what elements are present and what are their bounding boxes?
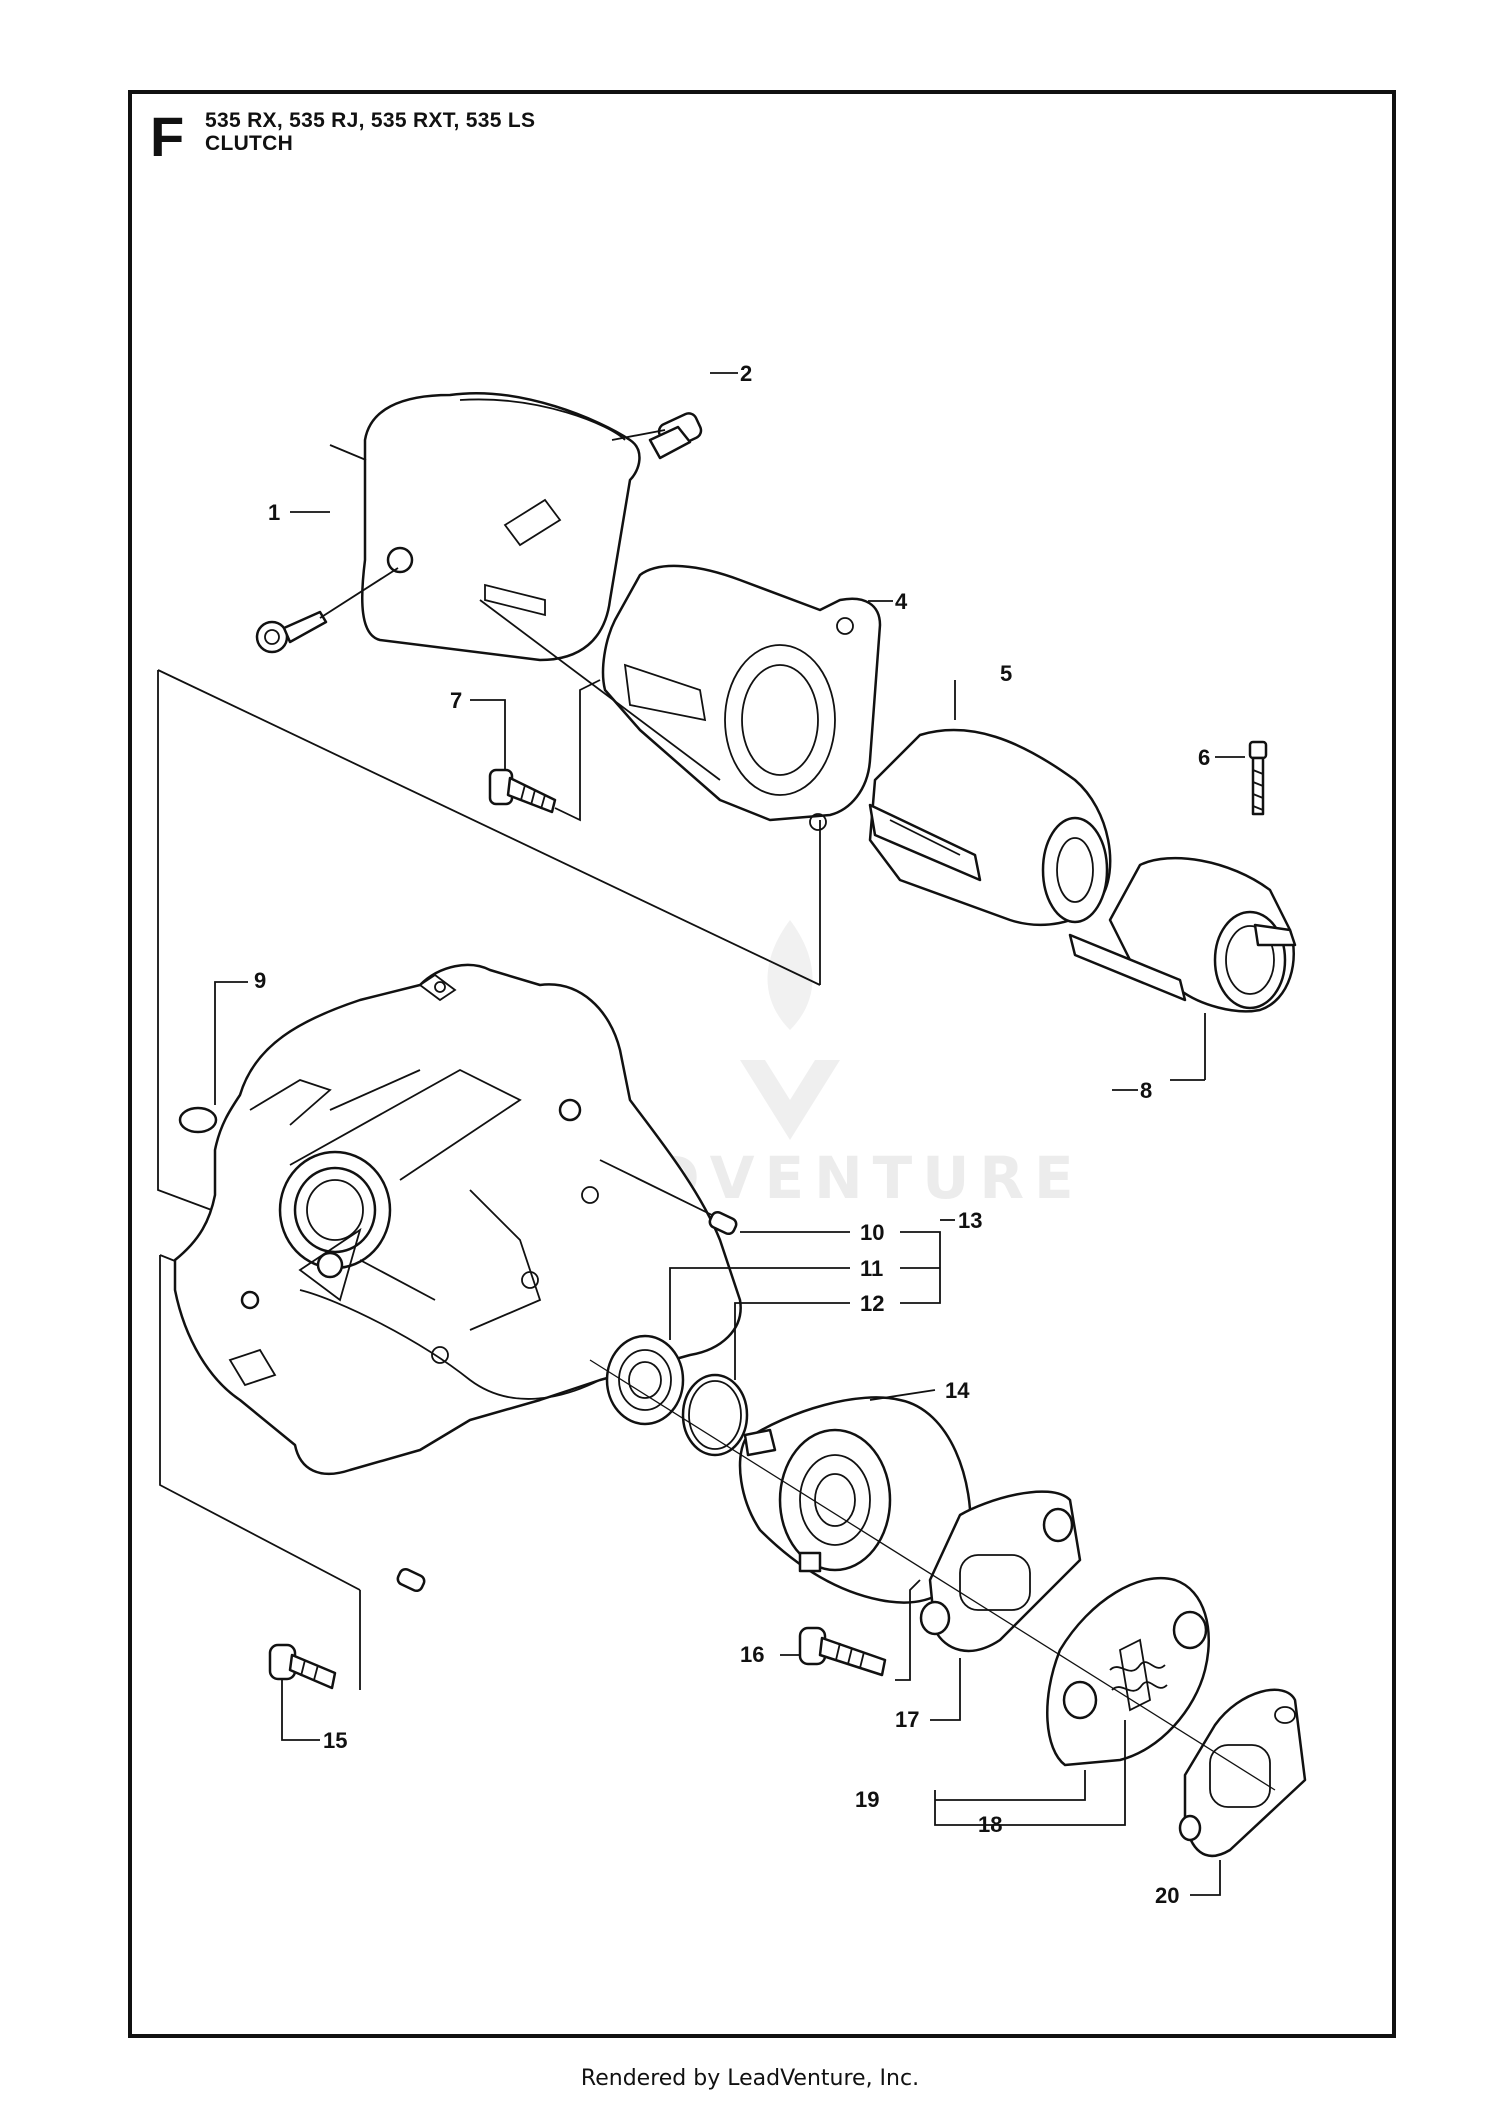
part-18-spring[interactable] [975, 1661, 1168, 1826]
part-20-plate[interactable] [1178, 1688, 1307, 1896]
callout-12[interactable]: 12 [860, 1291, 884, 1316]
bracket-19 [934, 1770, 1086, 1826]
part-11-bearing[interactable] [605, 1267, 850, 1426]
callout-1[interactable]: 1 [268, 500, 280, 525]
callout-13[interactable]: 13 [958, 1208, 982, 1233]
callout-16[interactable]: 16 [740, 1642, 764, 1667]
part-1-screw[interactable] [255, 567, 399, 654]
part-17-plate[interactable] [919, 1490, 1082, 1721]
part-19-clutch-shoe[interactable] [1046, 1576, 1210, 1767]
callout-19[interactable]: 19 [855, 1787, 879, 1812]
part-1-cover[interactable] [329, 392, 641, 662]
callout-13-bracket [900, 1219, 955, 1304]
callout-11[interactable]: 11 [860, 1256, 883, 1281]
callout-15[interactable]: 15 [323, 1728, 347, 1753]
callout-14[interactable]: 14 [945, 1378, 970, 1403]
part-16-bolt[interactable] [780, 1579, 921, 1681]
part-2-screw[interactable] [611, 411, 704, 460]
callout-18[interactable]: 18 [978, 1812, 1002, 1837]
footer-credit: Rendered by LeadVenture, Inc. [580, 2066, 920, 2091]
pin-lower[interactable] [396, 1567, 426, 1593]
callout-6[interactable]: 6 [1198, 745, 1210, 770]
part-7-screw[interactable] [470, 679, 601, 822]
callout-17[interactable]: 17 [895, 1707, 919, 1732]
callout-7[interactable]: 7 [450, 688, 462, 713]
callout-4[interactable]: 4 [895, 589, 908, 614]
callout-10[interactable]: 10 [860, 1220, 884, 1245]
part-5-sleeve[interactable] [868, 680, 1112, 926]
part-8-clamp[interactable] [1068, 856, 1297, 1081]
section-letter: F [150, 105, 185, 168]
callout-5[interactable]: 5 [1000, 661, 1012, 686]
part-14-drum[interactable] [738, 1389, 972, 1604]
part-15-bolt[interactable] [268, 1643, 337, 1741]
callout-2[interactable]: 2 [740, 361, 752, 386]
part-4-housing[interactable] [601, 564, 882, 831]
part-12-ring[interactable] [681, 1302, 850, 1457]
model-list: 535 RX, 535 RJ, 535 RXT, 535 LS [205, 109, 536, 132]
part-6-screw[interactable] [1248, 740, 1268, 816]
callout-9[interactable]: 9 [254, 968, 266, 993]
diagram-title: CLUTCH [205, 132, 294, 155]
crankcase[interactable] [173, 963, 742, 1476]
callout-20[interactable]: 20 [1155, 1883, 1179, 1908]
callout-8[interactable]: 8 [1140, 1078, 1152, 1103]
part-10-pin[interactable] [599, 1159, 850, 1236]
part-9-circlip[interactable] [178, 981, 248, 1134]
